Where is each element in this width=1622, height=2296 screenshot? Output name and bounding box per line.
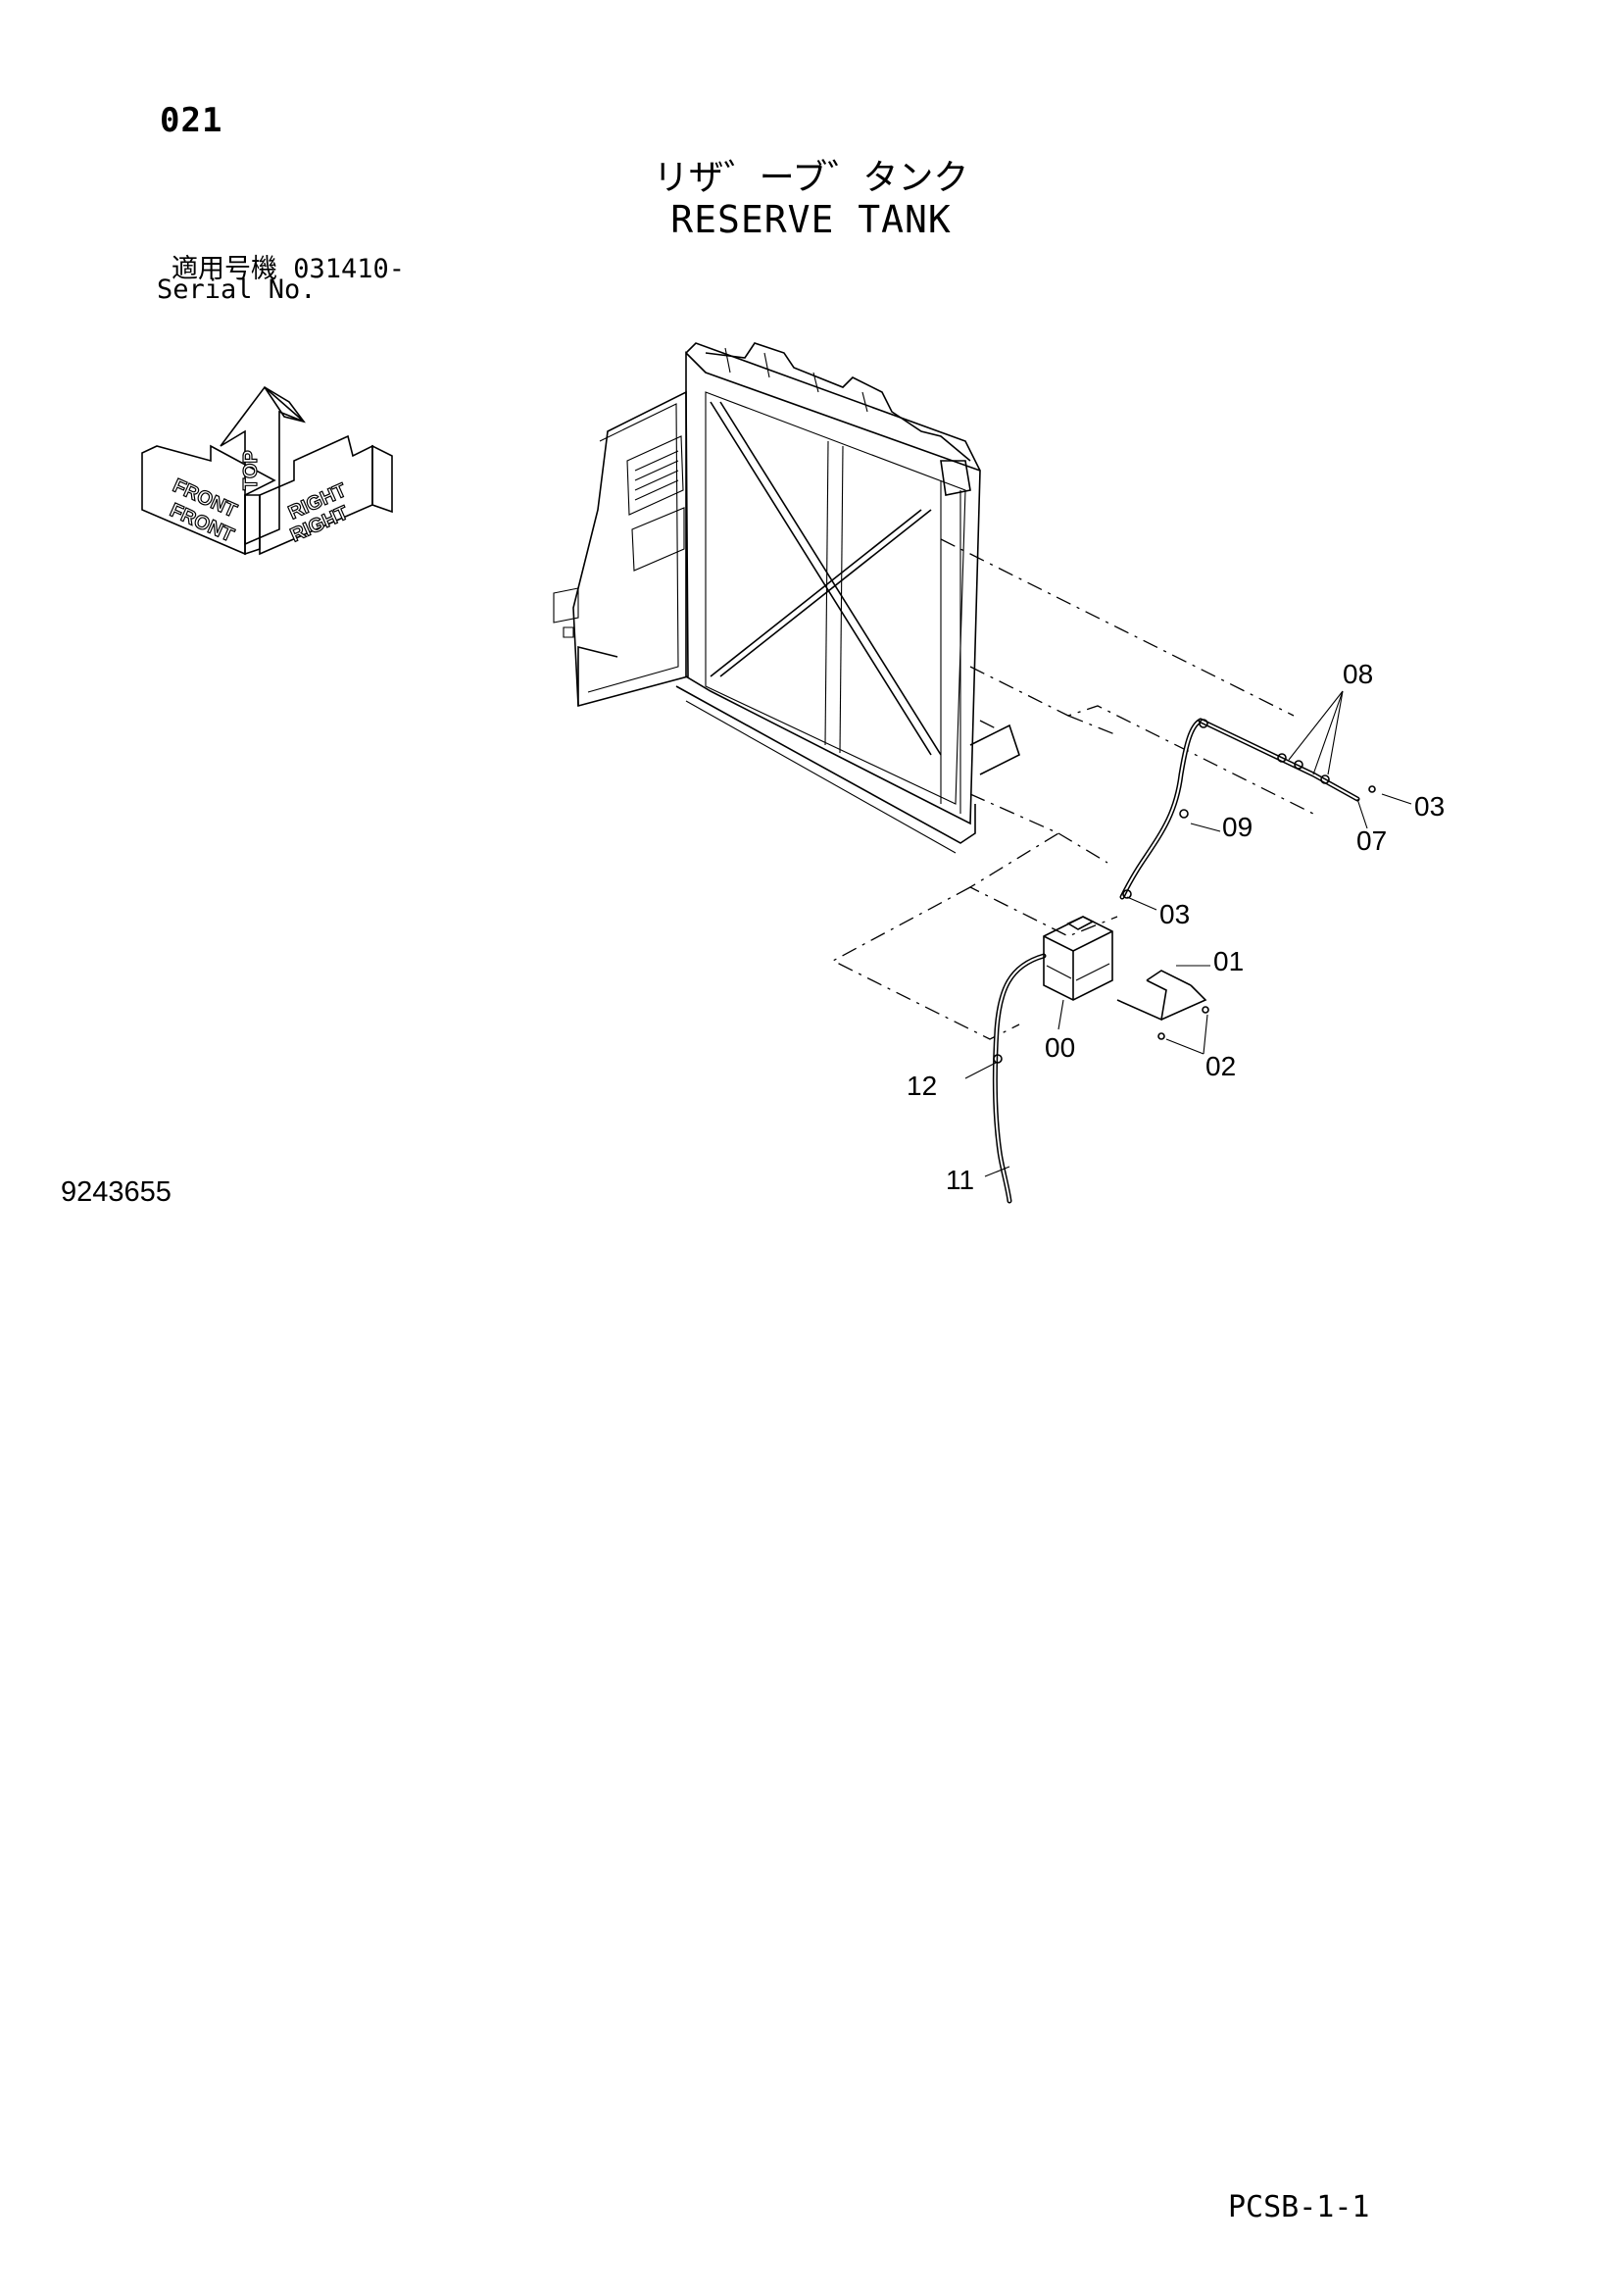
- page-code: PCSB-1-1: [1228, 2190, 1370, 2224]
- part-label-09: 09: [1222, 812, 1253, 842]
- assembly-lines: [831, 538, 1314, 1040]
- radiator-assembly: [553, 342, 1020, 854]
- serial-label-japanese: 適用号機 031410-: [172, 254, 406, 284]
- part-label-07: 07: [1356, 825, 1387, 856]
- part-label-12: 12: [907, 1071, 937, 1101]
- reserve-tank-icon: [1043, 916, 1113, 1001]
- orientation-top-label: TOP: [240, 450, 262, 490]
- orientation-arrow-icon: FRONT FRONT TOP RIGHT RIGHT: [141, 385, 393, 556]
- leader-lines: [964, 690, 1412, 1177]
- part-label-00: 00: [1045, 1032, 1075, 1063]
- part-label-02: 02: [1205, 1051, 1236, 1081]
- figure-number: 9243655: [61, 1176, 172, 1208]
- page-number: 021: [160, 101, 223, 140]
- part-label-01: 01: [1213, 946, 1244, 976]
- part-label-03-upper: 03: [1414, 791, 1445, 822]
- bracket-icon: [1116, 970, 1209, 1040]
- part-label-03-lower: 03: [1159, 899, 1190, 929]
- hoses: [992, 718, 1376, 1204]
- serial-label-english: Serial No.: [157, 275, 317, 305]
- title-japanese: リザ゛ーブ゛タンク: [653, 158, 969, 198]
- part-label-11: 11: [946, 1165, 974, 1195]
- part-label-08: 08: [1343, 659, 1373, 689]
- title-english: RESERVE TANK: [670, 198, 952, 241]
